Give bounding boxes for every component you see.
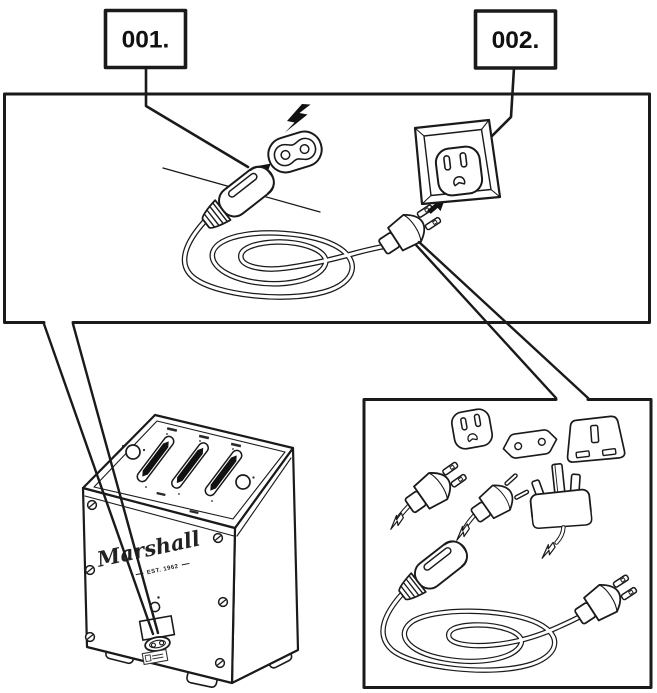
top-panel-controls — [121, 427, 255, 515]
screw-icon — [212, 532, 224, 544]
callout-leader-001 — [144, 66, 250, 169]
callout-label-001: 001. — [122, 27, 170, 54]
detail-wedge-line — [71, 322, 160, 635]
main-detail-box — [3, 92, 651, 324]
adapters-box — [362, 398, 653, 689]
cut-cable-icon — [451, 522, 473, 543]
uk-outlet-face — [566, 415, 626, 463]
detail-wedge-line — [42, 322, 155, 636]
us-outlet-face — [450, 408, 494, 450]
knob-left — [125, 444, 141, 460]
screw-icon — [217, 596, 229, 608]
callout-box-001: 001. — [103, 8, 188, 70]
c7-connector — [392, 534, 474, 608]
uk-plug-variant — [529, 462, 593, 561]
rear-rating-label — [141, 648, 169, 666]
screw-icon — [214, 657, 226, 669]
callout-label-002: 002. — [492, 27, 540, 54]
eu-plug-variant — [451, 469, 533, 543]
power-cable-coil — [181, 219, 389, 300]
screw-icon — [86, 499, 98, 511]
detail-wedge-line — [414, 243, 558, 400]
callout-box-002: 002. — [473, 9, 558, 70]
detail-wedge-line — [417, 240, 590, 400]
adapters-content — [380, 408, 642, 673]
us-plug — [569, 568, 642, 632]
eu-outlet-face — [502, 429, 558, 459]
lightning-bolt-icon — [285, 104, 311, 133]
speaker-power-inlet — [144, 636, 171, 652]
c7-figure8-inlet-icon — [267, 130, 323, 174]
wall-outlet — [413, 118, 502, 206]
power-cable-full — [380, 534, 642, 673]
knob-right — [235, 474, 251, 490]
speaker: Marshall EST. 1962 — [81, 413, 300, 688]
cut-cable-icon — [537, 540, 559, 561]
screw-icon — [84, 631, 96, 643]
us-plug-variant — [385, 456, 472, 532]
screw-icon — [84, 564, 96, 576]
